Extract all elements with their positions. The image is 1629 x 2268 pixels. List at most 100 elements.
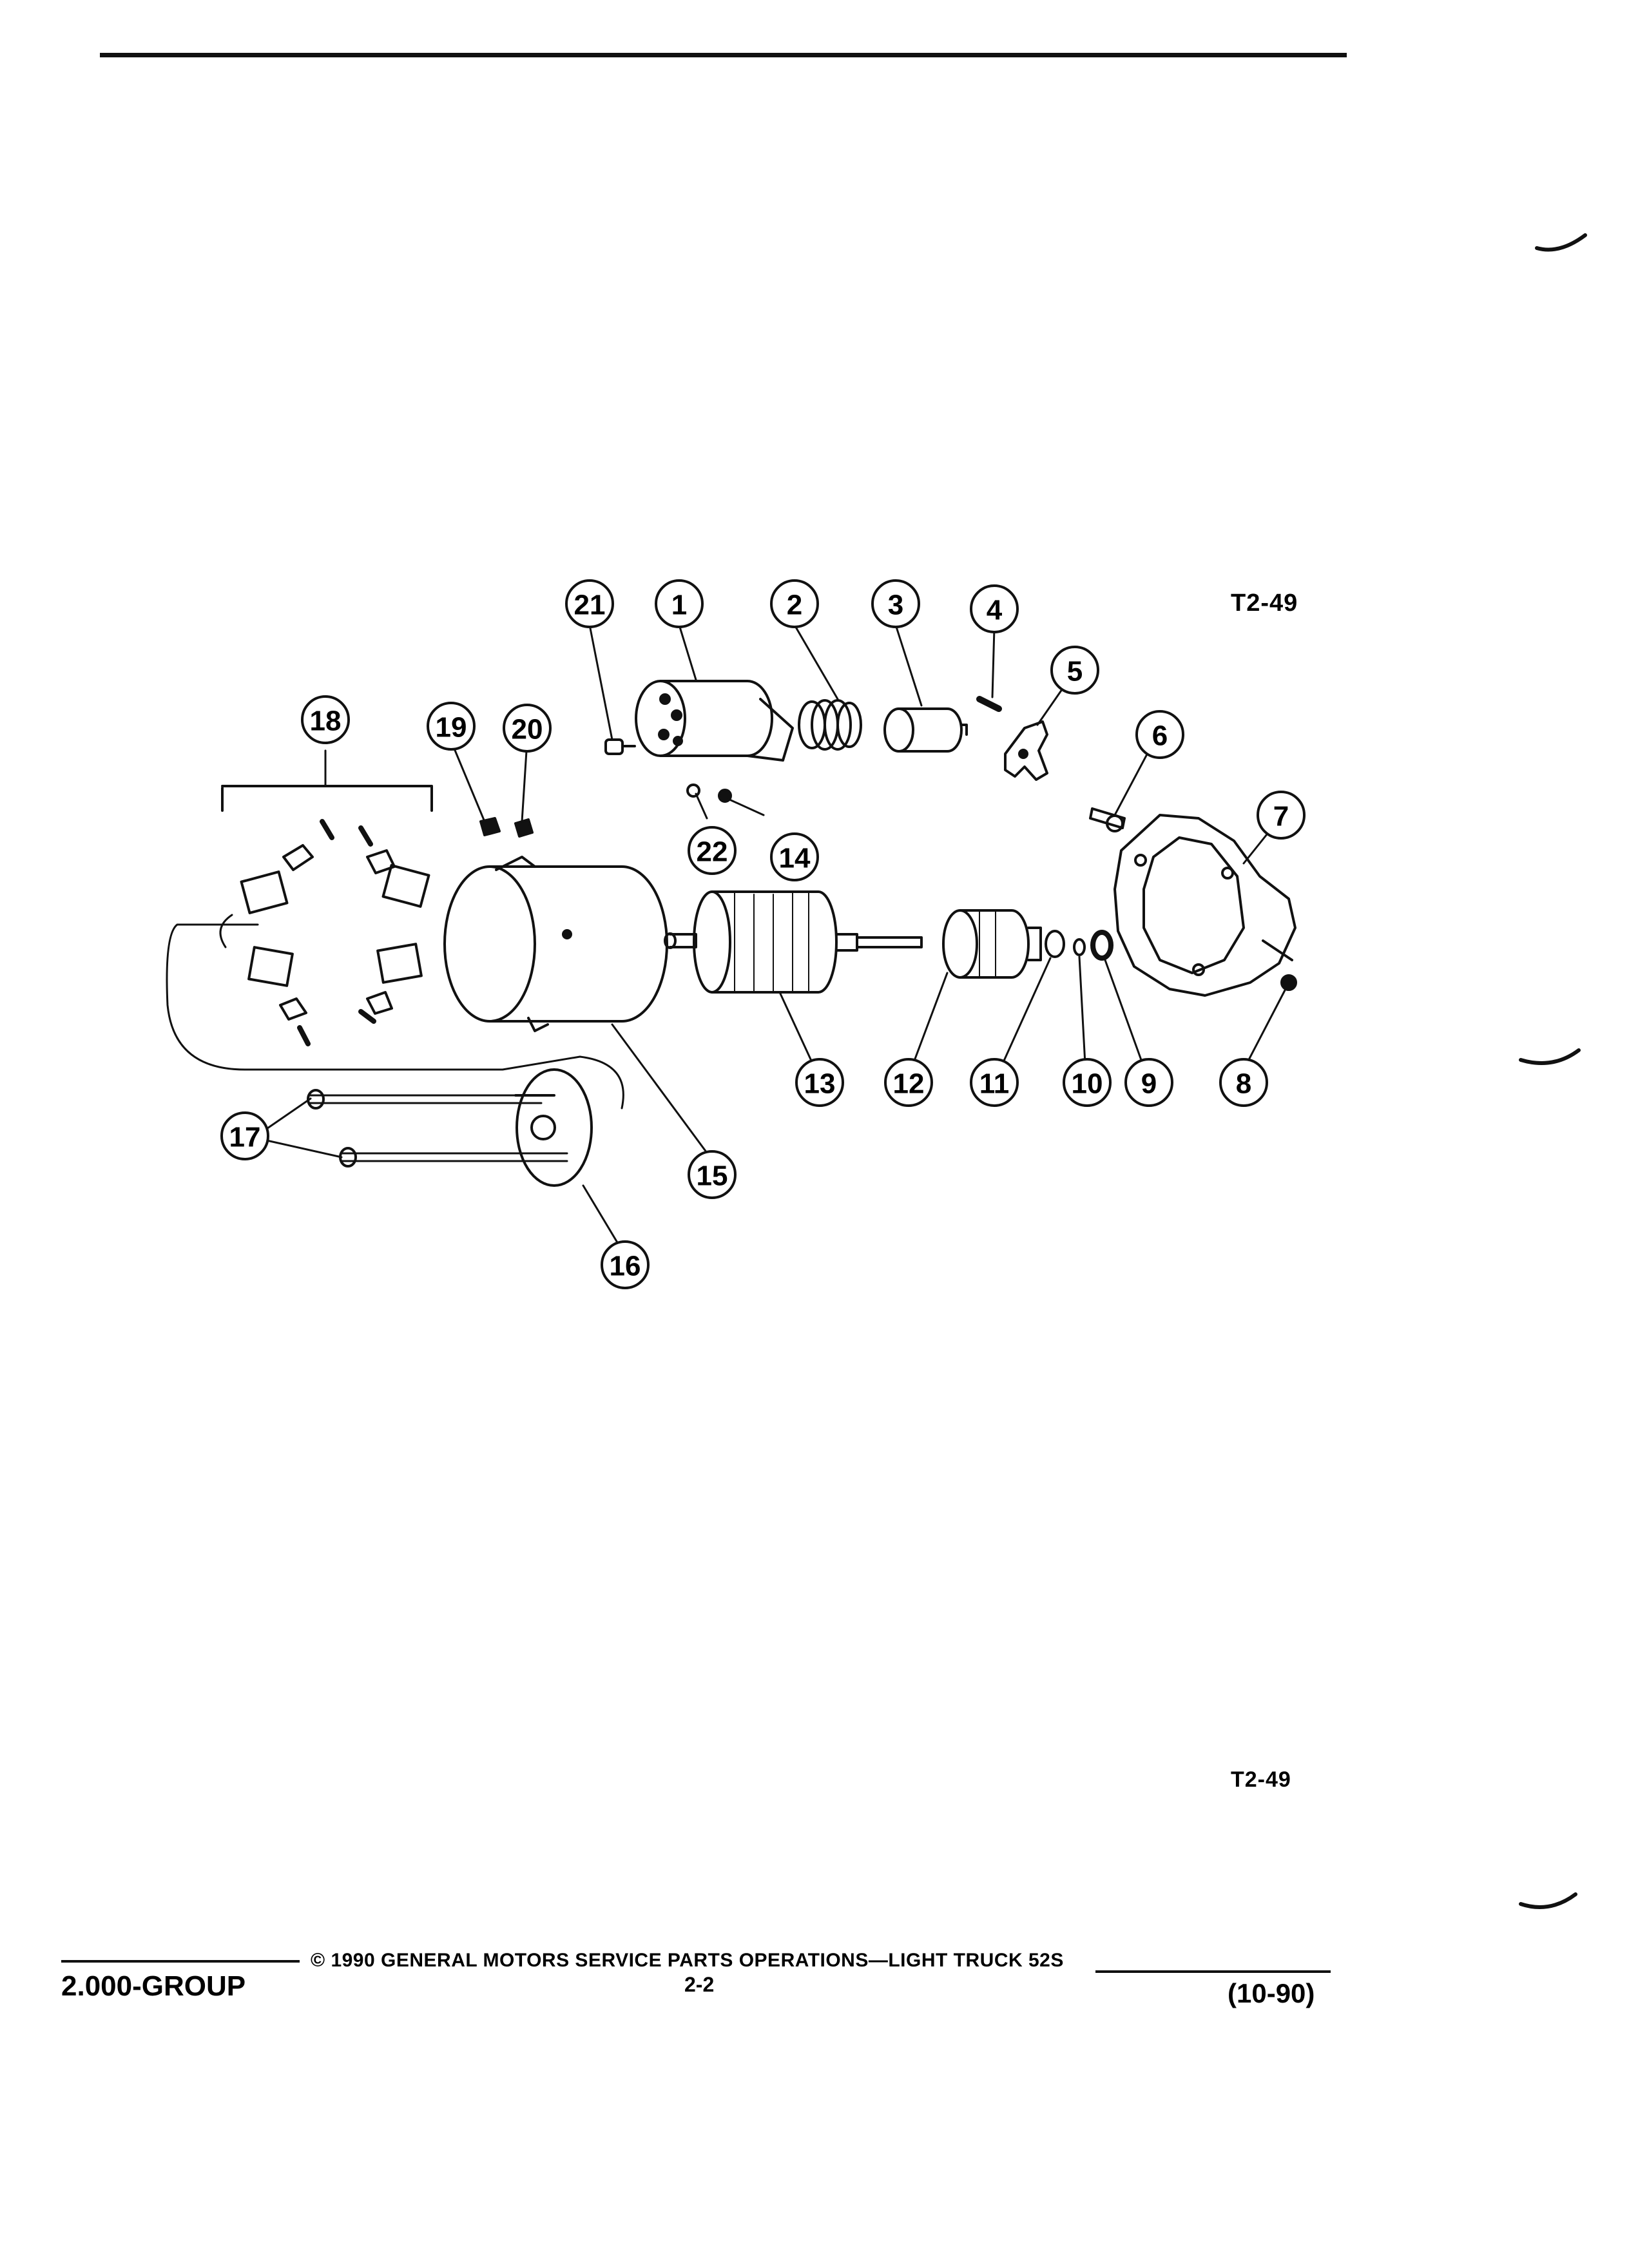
callout-label: 22	[697, 836, 728, 868]
part-9-collar	[1090, 930, 1113, 961]
callout-2: 2	[770, 579, 819, 628]
callout-8: 8	[1219, 1058, 1268, 1107]
callout-circle	[770, 832, 819, 881]
callout-circle	[220, 1111, 269, 1160]
callout-label: 18	[310, 706, 342, 737]
callout-circle	[770, 579, 819, 628]
part-drive-assembly	[942, 909, 1042, 979]
callout-12: 12	[884, 1058, 933, 1107]
callout-label: 16	[610, 1251, 641, 1282]
callout-circle	[1135, 710, 1184, 759]
callout-label: 21	[574, 590, 606, 621]
callout-16: 16	[601, 1240, 650, 1289]
footer-rule-left	[61, 1960, 300, 1963]
callout-label: 15	[697, 1160, 728, 1192]
footer-copyright: © 1990 GENERAL MOTORS SERVICE PARTS OPER…	[311, 1950, 1064, 1971]
callout-7: 7	[1257, 791, 1306, 840]
footer-group: 2.000-GROUP	[61, 1970, 246, 2002]
part-drive-housing	[1113, 814, 1296, 997]
callout-circle	[301, 695, 350, 744]
callout-circle	[884, 1058, 933, 1107]
part-field-frame	[443, 856, 668, 1032]
callout-22: 22	[688, 826, 737, 875]
callout-circle	[1063, 1058, 1112, 1107]
figure-code: T2-49	[1231, 590, 1298, 617]
callout-circle	[601, 1240, 650, 1289]
callout-1: 1	[655, 579, 704, 628]
part-10-ring	[1073, 938, 1086, 956]
part-spring	[798, 699, 862, 751]
callout-13: 13	[795, 1058, 844, 1107]
callout-label: 20	[512, 714, 543, 745]
leader-lines	[260, 624, 1287, 1251]
footer-page-number: 2-2	[684, 1973, 715, 1996]
callout-label: 3	[888, 590, 903, 621]
callout-circle	[1050, 646, 1099, 695]
callout-circle	[565, 579, 614, 628]
footer-rule-right	[1095, 1970, 1331, 1973]
part-19-brush	[479, 817, 501, 836]
wire	[166, 923, 624, 1110]
callout-circle	[688, 826, 737, 875]
part-20-brush	[514, 818, 534, 838]
callout-15: 15	[688, 1150, 737, 1199]
callout-20: 20	[503, 704, 552, 753]
part-armature	[664, 890, 923, 994]
part-11-washer	[1045, 930, 1065, 958]
callout-circle	[503, 704, 552, 753]
binding-mark	[1535, 233, 1587, 252]
callout-label: 19	[436, 712, 467, 744]
callout-6: 6	[1135, 710, 1184, 759]
part-shift-lever	[1004, 720, 1048, 781]
callout-circle	[970, 584, 1019, 633]
callout-circle	[1257, 791, 1306, 840]
figure-code-bottom: T2-49	[1231, 1767, 1291, 1792]
callout-circle	[655, 579, 704, 628]
callout-5: 5	[1050, 646, 1099, 695]
part-21-screw	[604, 738, 636, 755]
callout-label: 17	[229, 1122, 261, 1153]
callout-circle	[427, 702, 476, 751]
callout-21: 21	[565, 579, 614, 628]
callout-4: 4	[970, 584, 1019, 633]
binding-mark	[1519, 1892, 1577, 1909]
binding-mark	[1519, 1048, 1581, 1065]
callout-14: 14	[770, 832, 819, 881]
footer-date: (10-90)	[1228, 1978, 1315, 2008]
callout-label: 8	[1236, 1068, 1251, 1100]
callout-label: 10	[1072, 1068, 1103, 1100]
part-thru-bolts	[307, 1089, 568, 1168]
callout-label: 5	[1067, 656, 1083, 687]
part-brush-holders	[219, 819, 430, 1046]
part-end-frame	[514, 1068, 593, 1187]
part-solenoid	[635, 680, 794, 762]
callout-11: 11	[970, 1058, 1019, 1107]
callout-label: 14	[779, 843, 811, 874]
callout-19: 19	[427, 702, 476, 751]
callout-circle	[1219, 1058, 1268, 1107]
part-8-screw	[1280, 974, 1297, 991]
callout-18: 18	[301, 695, 350, 744]
callout-label: 4	[987, 595, 1003, 626]
part-22	[686, 783, 700, 798]
callout-label: 6	[1152, 720, 1168, 752]
part-plunger	[883, 707, 968, 753]
callout-label: 12	[893, 1068, 925, 1100]
group-bracket	[221, 785, 433, 812]
callout-label: 7	[1273, 801, 1289, 832]
callout-10: 10	[1063, 1058, 1112, 1107]
callout-17: 17	[220, 1111, 269, 1160]
top-rule	[100, 53, 1347, 57]
part-6-bolt	[1089, 807, 1126, 832]
callout-circle	[795, 1058, 844, 1107]
callout-circle	[688, 1150, 737, 1199]
callout-circle	[871, 579, 920, 628]
callout-label: 1	[671, 590, 687, 621]
callout-label: 11	[979, 1068, 1010, 1100]
callout-label: 13	[804, 1068, 836, 1100]
callout-label: 9	[1141, 1068, 1157, 1100]
callout-label: 2	[787, 590, 802, 621]
